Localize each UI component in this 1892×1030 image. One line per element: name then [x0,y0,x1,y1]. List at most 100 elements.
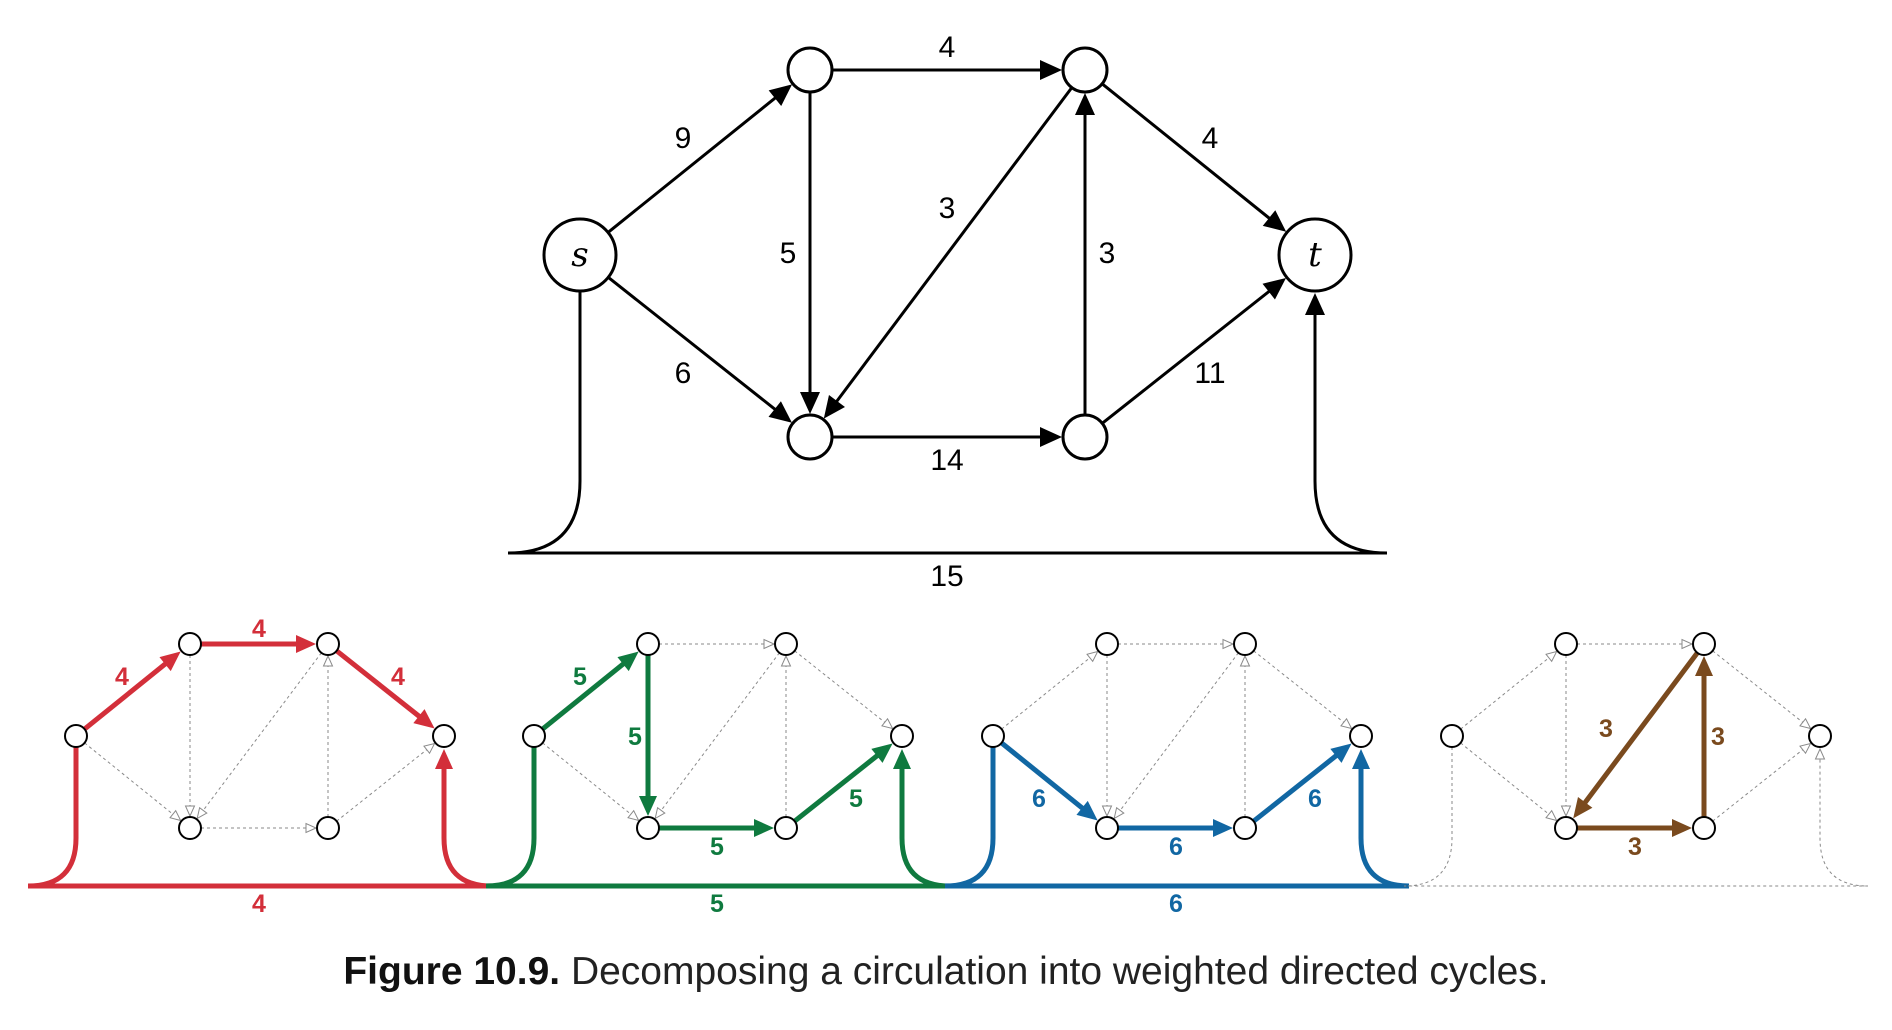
arrowhead [1040,427,1062,447]
cycle-weight-label: 5 [849,785,863,813]
edge-c-d [201,822,318,834]
edge-line [793,752,881,824]
edge-d-t [1252,743,1352,824]
arrowhead [763,638,776,650]
arrowhead [1305,293,1325,315]
edge-t-s [485,747,951,889]
arrowhead [871,743,893,763]
edge-line [1582,651,1700,806]
caption-label: Figure 10.9. [343,950,561,993]
arrowhead [1352,749,1370,769]
edge-s-a [1001,650,1099,730]
cycle-panel-4: 333 [1403,632,1869,887]
edge-line [1712,650,1805,724]
arrowhead [1681,638,1694,650]
cycle-weight-label: 5 [710,833,724,861]
arrowhead [627,809,640,822]
edge-line [27,747,493,889]
node-a [178,632,202,656]
edge-weight-s-c: 6 [675,357,692,390]
cycle-weight-label: 5 [628,723,642,751]
edge-weight-d-t: 11 [1194,357,1225,390]
cycle-weight-label: 6 [1032,785,1046,813]
arrowhead [1086,650,1099,663]
node-s [522,724,546,748]
arrowhead [296,635,316,653]
edge-d-t [336,742,436,822]
node-a [636,632,660,656]
edge-line [1101,82,1272,221]
arrowhead [159,651,181,672]
node-c [1095,816,1119,840]
edge-s-c [542,742,640,822]
arrowhead [823,394,845,419]
edge-b-t [1101,82,1287,232]
arrowhead [1113,806,1125,820]
cycle-weight-label: 5 [573,663,587,691]
edge-line [1101,289,1272,425]
arrowhead [800,392,820,414]
edge-s-a [540,651,639,732]
figure-caption: Figure 10.9. Decomposing a circulation i… [0,950,1892,994]
arrowhead [1799,717,1812,730]
edge-a-b [1577,638,1694,650]
node-t [890,724,914,748]
edge-line [607,95,778,234]
arrowhead [654,806,666,820]
cycle-weight-label: 3 [1599,715,1613,743]
caption-text: Decomposing a circulation into weighted … [570,950,1549,993]
arrowhead [1330,743,1352,763]
edge-b-t [1712,650,1812,730]
node-b [1233,632,1257,656]
edge-line [542,742,633,816]
arrowhead [1213,819,1233,837]
edge-d-b [322,654,334,817]
edge-line [944,747,1410,889]
edge-b-t [1253,650,1353,730]
edge-c-d [659,819,774,837]
edge-s-c [1460,742,1558,822]
node-t [432,724,456,748]
arrowhead [768,84,793,106]
node-a [1095,632,1119,656]
arrowhead [1262,277,1286,300]
arrowhead [881,717,894,730]
edge-line [1001,656,1092,730]
node-t [1277,217,1353,293]
node-c [178,816,202,840]
edge-b-c [1573,651,1700,819]
arrowhead [1545,809,1558,822]
node-s [981,724,1005,748]
edge-line [1460,742,1551,816]
edge-weight-b-c: 3 [939,192,956,225]
edge-b-c [1113,652,1239,820]
arrowhead [1076,800,1098,821]
arrowhead [1560,805,1572,818]
edge-s-c [607,276,792,423]
edge-weight-a-c: 5 [780,237,797,270]
edge-c-d [1577,819,1692,837]
arrowhead [184,805,196,818]
edge-line [1460,656,1551,730]
edge-line [1253,650,1346,724]
arrowhead [435,749,453,769]
node-c [636,816,660,840]
edge-line [1252,752,1340,824]
arrowhead [413,709,435,729]
edge-weight-s-a: 9 [675,122,692,155]
arrowhead [754,819,774,837]
edge-weight-t-s: 15 [930,560,963,593]
edge-a-c [1101,655,1113,818]
edge-t-s [1403,747,1869,887]
edge-b-c [654,652,780,820]
arrowhead [1814,747,1826,760]
arrowhead [322,654,334,667]
edge-line [540,660,627,732]
arrowhead [1040,60,1062,80]
arrowhead [639,796,657,816]
